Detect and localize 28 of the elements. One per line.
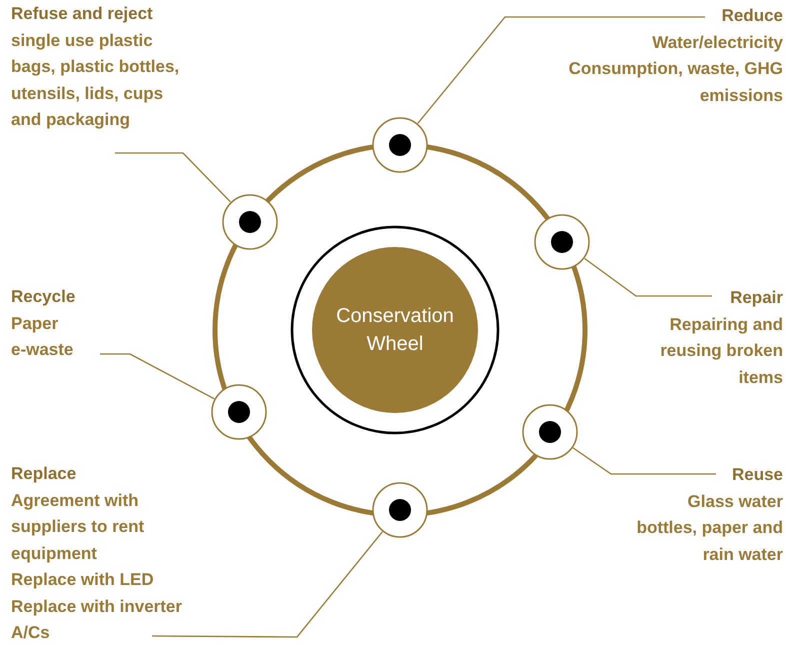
leader-line [572,447,716,475]
category-description: Paper [11,312,60,334]
category-description: single use plastic bags, plastic bottles, utensils, lids, cups and packaging [11,30,180,131]
category-description: Repairing and reusing broken items [659,314,783,388]
category-description: e-waste [11,339,74,361]
node-dot [522,404,578,460]
leader-line [115,152,231,202]
category-description: Glass water bottles, paper and rain water [636,490,783,566]
node-dot [534,214,590,270]
node-dot [372,482,428,538]
node-dot [211,384,267,440]
category-description: Water/electricity Consumption, waste, GHG emissions [568,32,783,106]
category-heading: Refuse and reject [11,3,154,25]
category-heading: Reduce [720,5,783,27]
category-description: Agreement with suppliers to rent equipment [11,490,146,564]
center-title: Conservation Wheel [335,304,455,357]
node-dot [222,194,278,250]
leader-line [417,16,705,124]
leader-line [100,353,215,400]
category-heading: Recycle [11,286,76,308]
category-description: Replace with LED [11,569,155,591]
node-dot [372,117,428,173]
category-heading: Reuse [730,464,783,486]
category-description: Replace with inverter A/Cs [11,596,184,644]
category-heading: Repair [729,287,783,309]
leader-line [584,258,712,297]
leader-line [152,531,383,638]
category-heading: Replace [11,463,78,485]
